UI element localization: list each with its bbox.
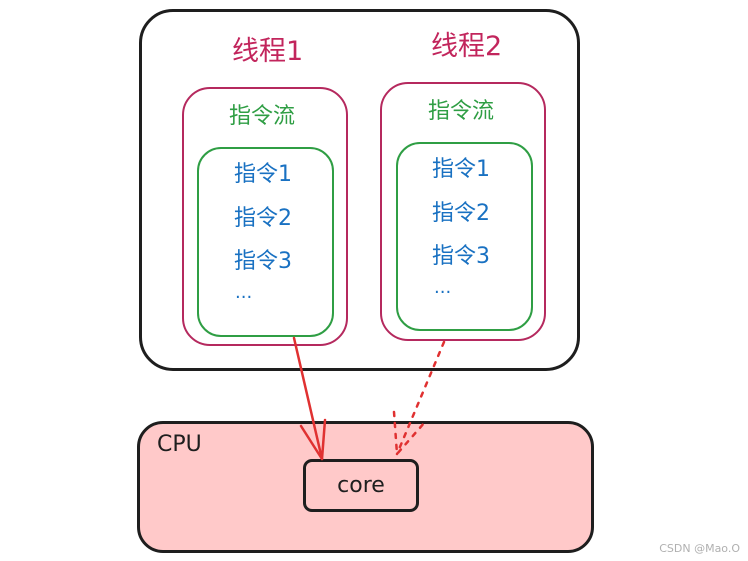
thread-1-arrowhead <box>299 418 327 461</box>
thread-1-title: 线程1 <box>232 36 304 67</box>
thread-1-instruction-3: 指令3 <box>234 249 292 274</box>
thread-2-instruction-2: 指令2 <box>432 201 490 226</box>
thread-2-arrow-shaft <box>395 340 446 456</box>
thread-2-instruction-box <box>396 142 533 331</box>
thread-2-instruction-3: 指令3 <box>432 244 490 269</box>
thread-2-instruction-more: ... <box>434 277 452 298</box>
thread-2-title: 线程2 <box>431 31 503 62</box>
thread-2-to-core-arrow <box>392 340 446 458</box>
thread-1-instruction-more: ... <box>235 282 253 303</box>
thread-2-arrowhead <box>392 410 427 458</box>
cpu-label: CPU <box>157 432 202 457</box>
thread-1-instruction-1: 指令1 <box>234 162 292 187</box>
thread-2-instruction-1: 指令1 <box>432 157 490 182</box>
core-box <box>303 459 419 512</box>
thread-1-arrow-shaft <box>292 336 324 461</box>
thread-1-stream-label: 指令流 <box>229 104 296 129</box>
thread-1-instruction-box <box>197 147 334 337</box>
watermark: CSDN @Mao.O <box>659 542 740 555</box>
thread-1-to-core-arrow <box>292 336 327 461</box>
thread-2-stream-label: 指令流 <box>428 99 495 124</box>
thread-1-instruction-2: 指令2 <box>234 206 292 231</box>
core-label: core <box>337 472 385 498</box>
